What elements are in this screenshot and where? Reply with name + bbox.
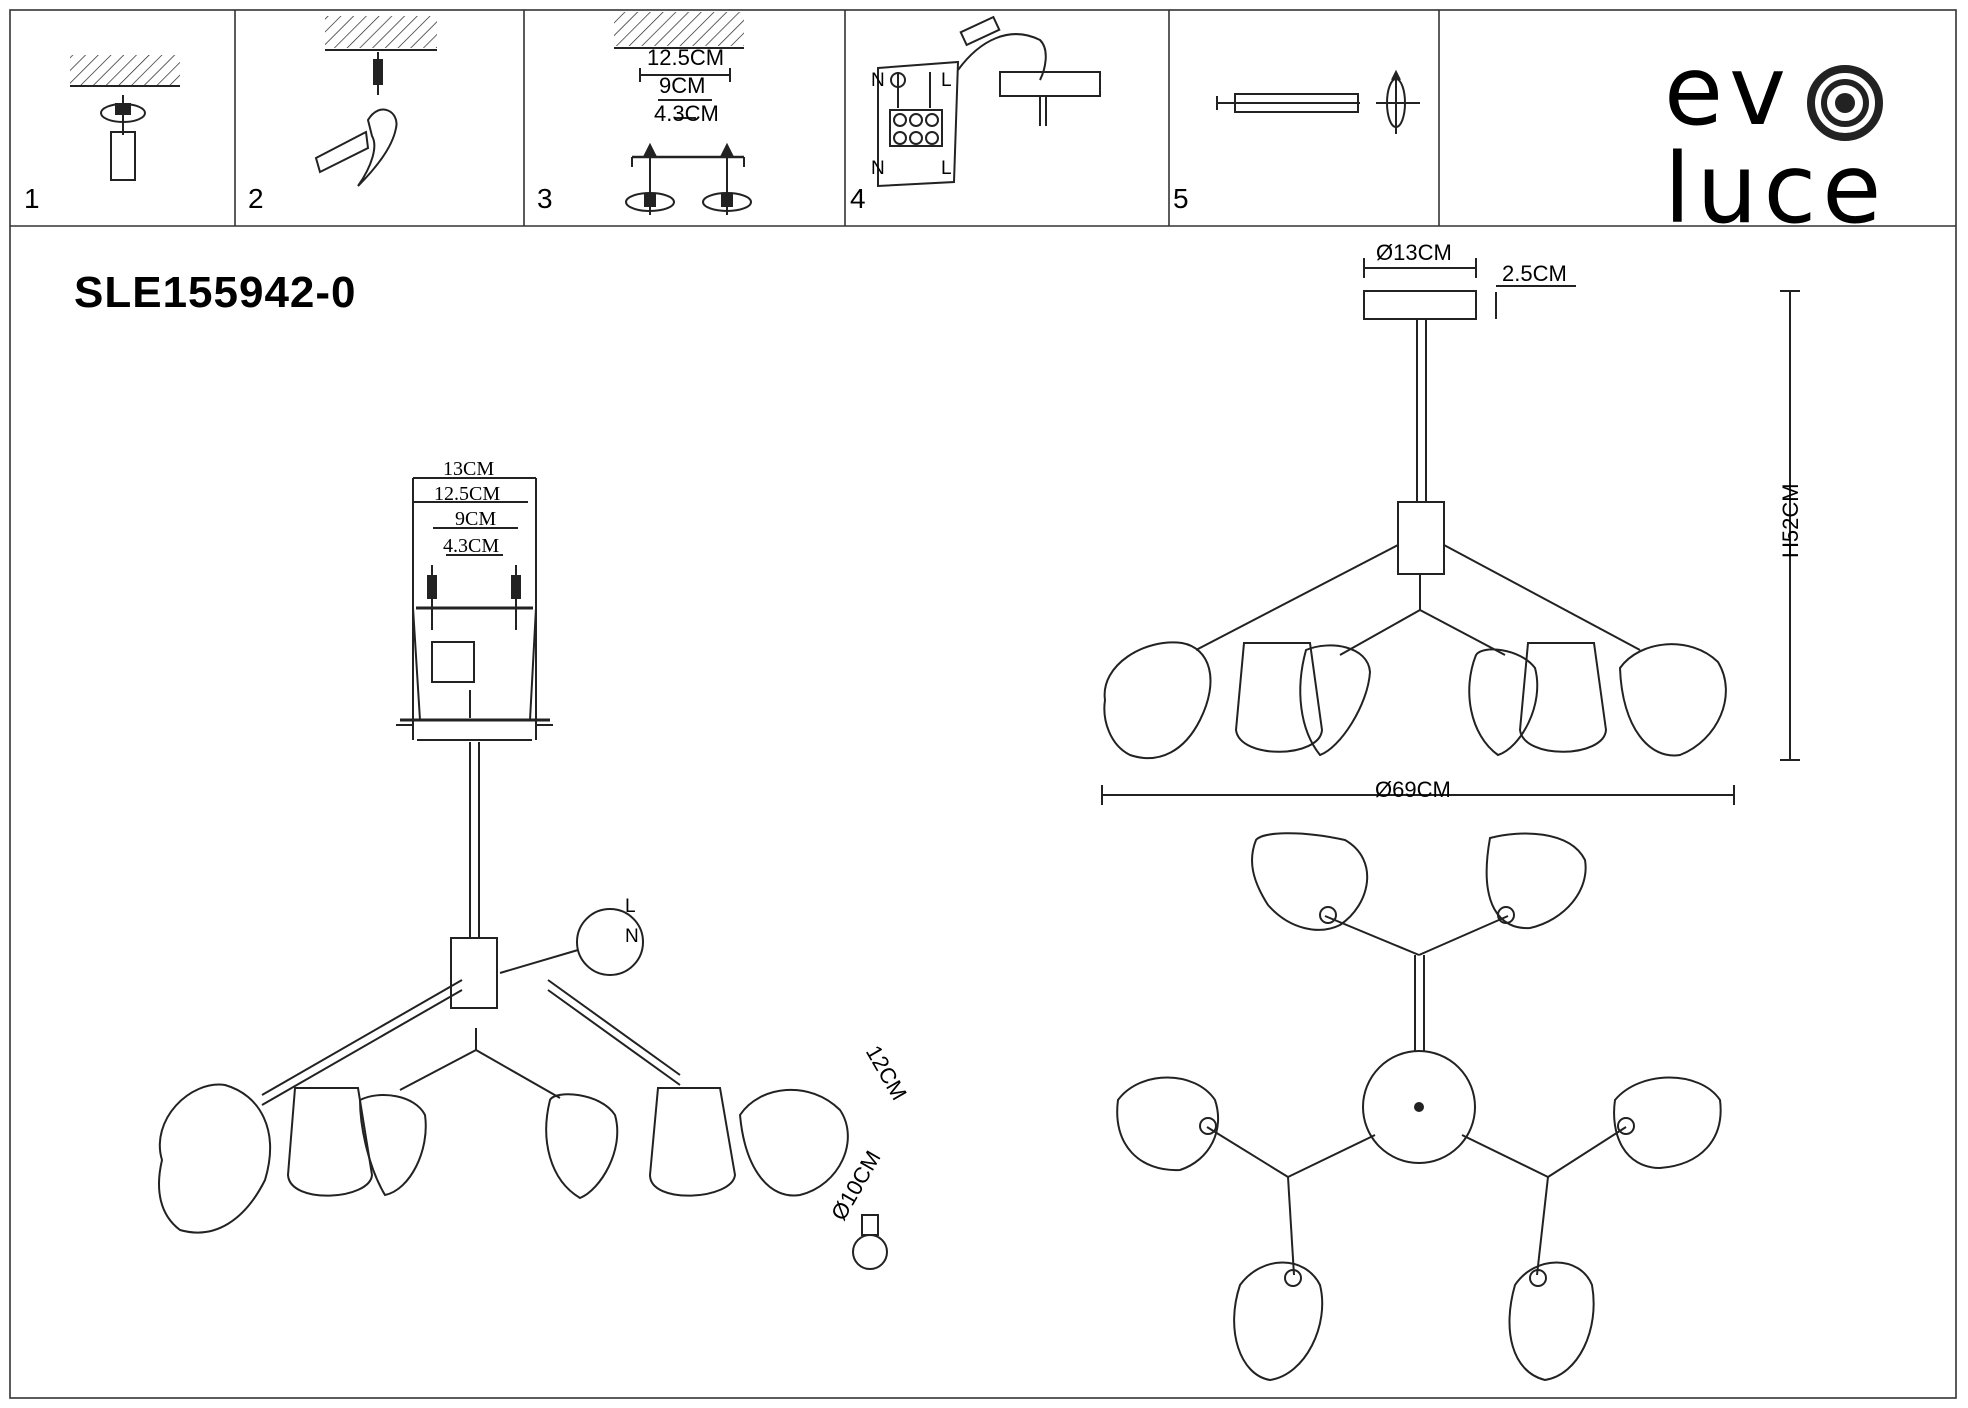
chandelier-front-view bbox=[158, 742, 849, 1234]
step3-dim-outer: 12.5CM bbox=[647, 45, 724, 70]
step4-n-bottom: N bbox=[871, 158, 885, 179]
step4-l-bottom: L bbox=[941, 158, 952, 179]
bracket-dim-inner: 4.3CM bbox=[443, 535, 499, 557]
canopy-diameter-dim: Ø13CM bbox=[1376, 240, 1452, 265]
brand-line1: ev bbox=[1664, 35, 1792, 147]
step3-dim-inner: 4.3CM bbox=[654, 101, 719, 126]
bracket-dim-width: 13CM bbox=[443, 458, 494, 480]
step5-illustration bbox=[1216, 69, 1420, 134]
step1-illustration bbox=[70, 55, 180, 181]
step-number-3: 3 bbox=[537, 183, 553, 214]
brand-line2: luce bbox=[1664, 133, 1887, 245]
step3-dim-middle: 9CM bbox=[659, 73, 705, 98]
step2-illustration bbox=[314, 16, 437, 187]
bulb-icon bbox=[852, 1214, 888, 1270]
step-number-2: 2 bbox=[248, 183, 264, 214]
bracket-dim-middle: 9CM bbox=[455, 508, 496, 530]
wire-label-l: L bbox=[625, 896, 636, 917]
step4-l-top: L bbox=[941, 70, 952, 91]
overall-height-dim: H52CM bbox=[1778, 483, 1803, 558]
shade-height-dim: 12CM bbox=[861, 1041, 912, 1104]
step4-n-top: N bbox=[871, 70, 885, 91]
step4-illustration bbox=[877, 15, 1101, 188]
step-number-5: 5 bbox=[1173, 183, 1189, 214]
step3-illustration bbox=[614, 12, 752, 215]
brand-logo-mark bbox=[1807, 65, 1883, 141]
chandelier-side-view bbox=[1101, 258, 1800, 805]
wire-label-n: N bbox=[625, 926, 639, 947]
canopy-height-dim: 2.5CM bbox=[1502, 261, 1567, 286]
model-number: SLE155942-0 bbox=[74, 268, 357, 317]
step-number-1: 1 bbox=[24, 183, 40, 214]
chandelier-top-view bbox=[1116, 832, 1722, 1382]
step-number-4: 4 bbox=[850, 183, 866, 214]
bracket-dim-outer: 12.5CM bbox=[434, 483, 500, 505]
shade-diameter-dim: Ø10CM bbox=[826, 1146, 886, 1224]
frame bbox=[9, 9, 1957, 1399]
overall-width-dim: Ø69CM bbox=[1375, 777, 1451, 802]
ceiling-bracket bbox=[396, 477, 553, 741]
